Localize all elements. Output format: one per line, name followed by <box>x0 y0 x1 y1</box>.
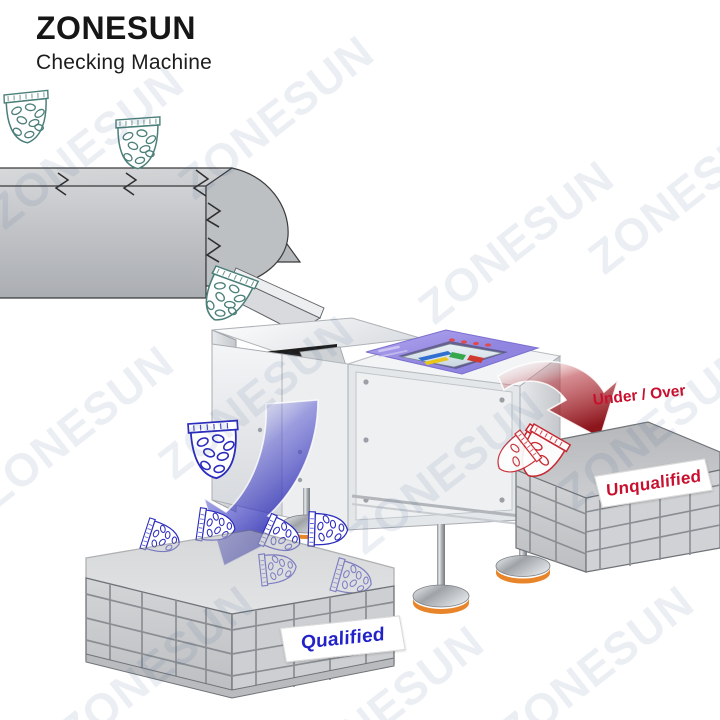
infeed-conveyor <box>0 89 325 333</box>
page-title: Checking Machine <box>36 50 212 74</box>
indicator-lights <box>449 338 491 347</box>
control-panel <box>365 329 540 375</box>
brand-name: ZONESUN <box>36 10 196 46</box>
qualified-crate <box>85 507 395 699</box>
red-sort-arrow <box>496 360 620 488</box>
touchscreen-readout <box>418 351 484 365</box>
title-block: ZONESUN Checking Machine <box>36 10 212 75</box>
